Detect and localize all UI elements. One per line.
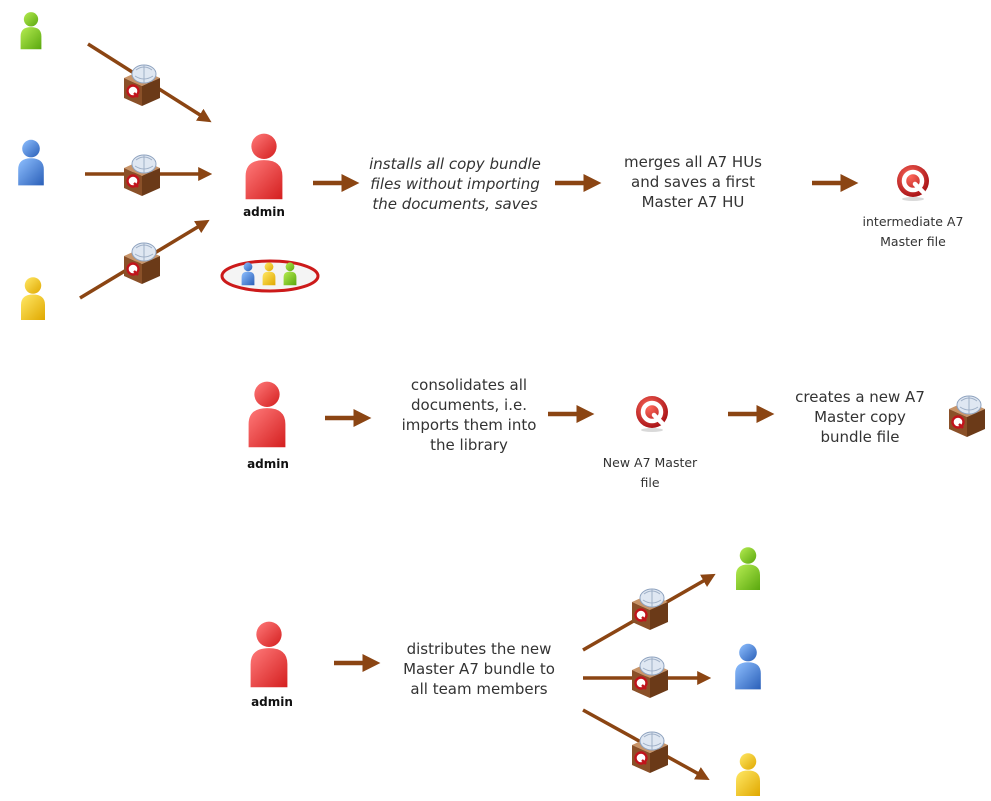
intermediate-master-label: intermediate A7 Master file xyxy=(848,212,978,252)
text-line: creates a new A7 xyxy=(795,388,925,406)
text-line: all team members xyxy=(410,680,548,698)
text-line: file xyxy=(640,475,660,490)
text-line: Master file xyxy=(880,234,946,249)
step-creates-text: creates a new A7 Master copy bundle file xyxy=(780,387,940,447)
bundle-box-icon xyxy=(122,153,162,198)
text-line: installs all copy bundle xyxy=(369,155,541,173)
text-line: Master A7 bundle to xyxy=(403,660,555,678)
step-distributes-text: distributes the new Master A7 bundle to … xyxy=(389,639,569,699)
text-line: consolidates all xyxy=(410,376,528,394)
text-line: documents, i.e. xyxy=(411,396,527,414)
bundle-box-icon xyxy=(122,241,162,286)
admin-label: admin xyxy=(243,205,285,219)
admin-user-icon xyxy=(245,133,283,200)
bundle-box-icon xyxy=(630,587,670,632)
text-line: the documents, saves xyxy=(372,195,538,213)
text-line: New A7 Master xyxy=(602,455,698,470)
yellow-user-icon xyxy=(736,753,760,796)
text-line: bundle file xyxy=(820,428,900,446)
text-line: the library xyxy=(430,436,508,454)
q-logo-icon xyxy=(897,165,929,201)
text-line: imports them into xyxy=(401,416,537,434)
text-line: distributes the new xyxy=(406,640,552,658)
step-installs-text: installs all copy bundle files without i… xyxy=(355,154,555,214)
text-line: Master A7 HU xyxy=(641,193,745,211)
team-group-icon xyxy=(220,259,320,293)
step-merges-text: merges all A7 HUs and saves a first Mast… xyxy=(608,152,778,212)
text-line: Master copy xyxy=(814,408,906,426)
admin-label: admin xyxy=(247,457,289,471)
text-line: intermediate A7 xyxy=(862,214,964,229)
blue-user-icon xyxy=(735,643,761,690)
text-line: and saves a first xyxy=(631,173,755,191)
admin-user-icon xyxy=(250,621,288,688)
step-consolidates-text: consolidates all documents, i.e. imports… xyxy=(389,375,549,455)
text-line: files without importing xyxy=(370,175,540,193)
yellow-user-icon xyxy=(21,277,45,320)
blue-user-icon xyxy=(18,139,44,186)
admin-label: admin xyxy=(251,695,293,709)
text-line: merges all A7 HUs xyxy=(623,153,763,171)
admin-user-icon xyxy=(248,381,286,448)
q-logo-icon xyxy=(636,396,668,432)
green-user-icon xyxy=(20,12,42,50)
new-master-label: New A7 Master file xyxy=(590,453,710,493)
bundle-box-icon xyxy=(947,394,987,439)
green-user-icon xyxy=(736,547,760,590)
bundle-box-icon xyxy=(630,655,670,700)
